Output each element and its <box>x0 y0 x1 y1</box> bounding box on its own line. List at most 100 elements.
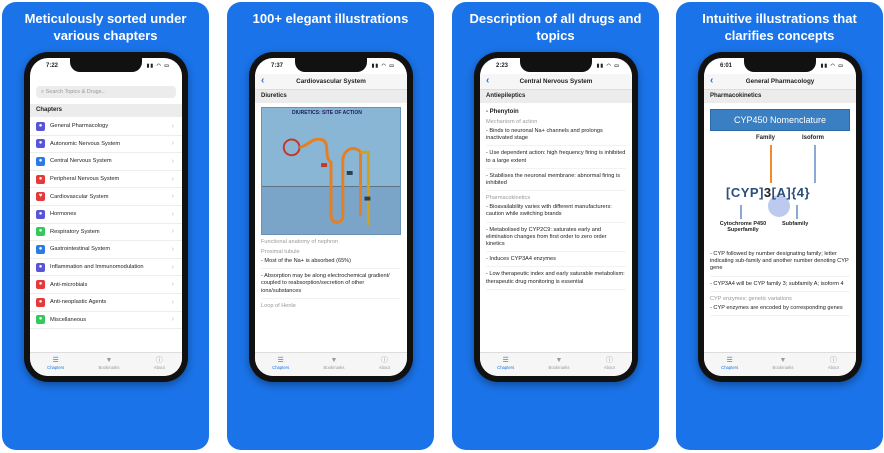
bookmark-icon: ▼ <box>779 357 787 364</box>
tab-bookmarks[interactable]: ▼Bookmarks <box>99 357 120 370</box>
chapter-label: Hormones <box>50 211 77 218</box>
stomach-icon: ● <box>36 244 45 254</box>
subheading: Pharmacokinetics <box>486 195 531 202</box>
info-icon: ⓘ <box>155 357 163 364</box>
chapter-item[interactable]: ♥Cardiovascular System› <box>30 188 182 206</box>
section-header: Diuretics <box>255 90 407 103</box>
tab-chapters[interactable]: ☰Chapters <box>47 357 64 370</box>
subfamily-arrow <box>796 205 798 219</box>
tab-chapters[interactable]: ☰Chapters <box>721 357 738 370</box>
hormone-icon: ● <box>36 209 45 219</box>
status-time: 7:22 <box>46 63 59 69</box>
isoform-arrow <box>814 145 816 183</box>
chapter-item[interactable]: ●Respiratory System› <box>30 224 182 242</box>
tab-chapters[interactable]: ☰Chapters <box>272 357 289 370</box>
heart-icon: ♥ <box>36 192 45 202</box>
tab-bookmarks[interactable]: ▼Bookmarks <box>324 357 345 370</box>
chapter-item[interactable]: ●Autonomic Nervous System› <box>30 136 182 154</box>
signal-wifi-battery-icon: ▮▮ ◠ ▭ <box>146 63 170 69</box>
lungs-icon: ● <box>36 227 45 237</box>
bullet-text: - Absorption may be along electrochemica… <box>261 273 401 299</box>
bullet-text: - Bioavailability varies with different … <box>486 204 626 223</box>
illustration-banner: CYP450 Nomenclature <box>710 109 850 131</box>
topic-content: CYP450 Nomenclature Family Isoform [CYP]… <box>704 103 856 352</box>
nav-title: General Pharmacology <box>745 78 815 85</box>
tab-label: About <box>603 365 615 370</box>
back-chevron-icon[interactable]: ‹ <box>261 75 265 86</box>
cyp-diagram: Family Isoform [CYP]3[A]{4} Cytochrome P… <box>710 131 850 251</box>
chevron-right-icon: › <box>171 298 174 306</box>
promo-card-concepts: Intuitive illustrations that clarifies c… <box>676 2 883 450</box>
promo-title: Meticulously sorted under various chapte… <box>24 11 187 43</box>
chapter-item[interactable]: ●Hormones› <box>30 206 182 224</box>
phone-screen: 6:01 ▮▮ ◠ ▭ ‹ General Pharmacology Pharm… <box>704 58 856 376</box>
chapter-item[interactable]: ●Anti-neoplastic Agents› <box>30 294 182 312</box>
chapter-item[interactable]: ●Gastrointestinal System› <box>30 241 182 259</box>
chapter-label: Gastrointestinal System <box>50 246 111 253</box>
chapter-item[interactable]: ●Miscellaneous› <box>30 312 182 330</box>
chevron-right-icon: › <box>171 140 174 148</box>
section-header: Pharmacokinetics <box>704 90 856 103</box>
search-placeholder: Search Topics & Drugs... <box>45 89 107 95</box>
back-chevron-icon[interactable]: ‹ <box>710 75 714 86</box>
family-arrow <box>770 145 772 183</box>
signal-wifi-battery-icon: ▮▮ ◠ ▭ <box>371 63 395 69</box>
section-header: Antiepileptics <box>480 90 632 103</box>
promo-card-chapters: Meticulously sorted under various chapte… <box>2 2 209 450</box>
chapter-label: Respiratory System <box>50 228 100 235</box>
phone-notch <box>744 58 816 72</box>
status-bar: 6:01 ▮▮ ◠ ▭ <box>704 58 856 74</box>
bullet-text: - Binds to neuronal Na+ channels and pro… <box>486 128 626 147</box>
tab-bookmarks[interactable]: ▼Bookmarks <box>549 357 570 370</box>
chapters-list: ●General Pharmacology› ● Autonomic Nervou… <box>30 118 182 352</box>
chapter-label: Inflammation and Immunomodulation <box>50 264 144 271</box>
phone-notch <box>295 58 367 72</box>
status-time: 6:01 <box>720 63 733 69</box>
phone-notch <box>70 58 142 72</box>
topic-content: DIURETICS: SITE OF ACTION Functional ana… <box>255 103 407 352</box>
tab-label: Bookmarks <box>772 365 794 370</box>
chapter-item[interactable]: ●Anti-microbials› <box>30 276 182 294</box>
bullet-text: - Most of the Na+ is absorbed (65%) <box>261 258 401 270</box>
misc-icon: ● <box>36 315 45 325</box>
chevron-right-icon: › <box>171 316 174 324</box>
chapter-item[interactable]: ●Peripheral Nervous System› <box>30 171 182 189</box>
phone-notch <box>520 58 592 72</box>
promo-title: 100+ elegant illustrations <box>252 11 409 26</box>
subfamily-label: Subfamily <box>782 221 809 227</box>
info-icon: ⓘ <box>605 357 613 364</box>
bullet-text: - Low therapeutic index and early satura… <box>486 271 626 290</box>
nav-bar: ‹ Central Nervous System <box>480 74 632 90</box>
status-bar: 2:23 ▮▮ ◠ ▭ <box>480 58 632 74</box>
tab-bookmarks[interactable]: ▼Bookmarks <box>773 357 794 370</box>
search-input[interactable]: ⌕ Search Topics & Drugs... <box>36 86 176 98</box>
bullet-text: - Metabolised by CYP2C9: saturates early… <box>486 227 626 253</box>
phone-frame: 6:01 ▮▮ ◠ ▭ ‹ General Pharmacology Pharm… <box>698 52 862 382</box>
chapter-item[interactable]: ●Central Nervous System› <box>30 153 182 171</box>
tab-chapters[interactable]: ☰Chapters <box>497 357 514 370</box>
isoform-label: Isoform <box>802 135 825 141</box>
nerve-icon: ● <box>36 174 45 184</box>
chapter-item[interactable]: ●General Pharmacology› <box>30 118 182 136</box>
bullet-text: - CYP followed by number designating fam… <box>710 251 850 277</box>
cyp-formula: [CYP]3[A]{4} <box>726 185 811 200</box>
promo-title: Description of all drugs and topics <box>469 11 642 43</box>
nav-bar: ‹ Cardiovascular System <box>255 74 407 90</box>
bullet-text: - CYP3A4 will be CYP family 3; subfamily… <box>710 281 850 292</box>
nav-title: Cardiovascular System <box>296 78 366 85</box>
immune-icon: ● <box>36 262 45 272</box>
back-chevron-icon[interactable]: ‹ <box>486 75 490 86</box>
list-icon: ☰ <box>502 357 509 364</box>
c-circle-graphic <box>768 195 790 217</box>
status-time: 2:23 <box>496 63 509 69</box>
chapter-label: Autonomic Nervous System <box>50 140 121 147</box>
phone-screen: 7:37 ▮▮ ◠ ▭ ‹ Cardiovascular System Diur… <box>255 58 407 376</box>
status-bar: 7:22 ▮▮ ◠ ▭ <box>30 58 182 74</box>
chevron-right-icon: › <box>171 263 174 271</box>
chapter-item[interactable]: ● Inflammation and Immunomodulation › <box>30 259 182 277</box>
chevron-right-icon: › <box>171 122 174 130</box>
